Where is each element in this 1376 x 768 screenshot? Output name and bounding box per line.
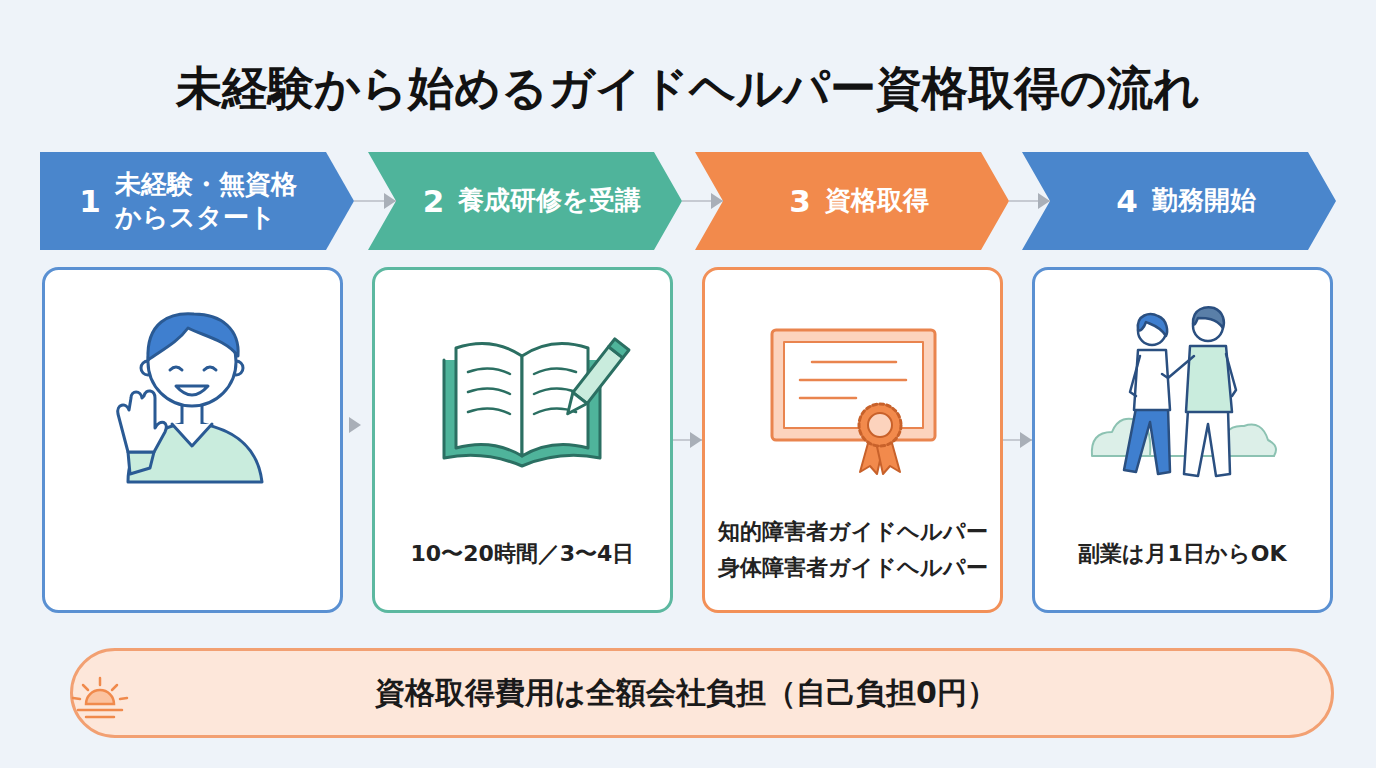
chevron-content: 3 資格取得 bbox=[695, 152, 1009, 250]
step-card: 知的障害者ガイドヘルパー身体障害者ガイドヘルパー bbox=[702, 267, 1003, 613]
flow-connector bbox=[1003, 439, 1032, 441]
card-text: 知的障害者ガイドヘルパー bbox=[705, 514, 1000, 550]
step-label: 資格取得 bbox=[825, 184, 929, 217]
chevron-content: 2 養成研修を受講 bbox=[368, 152, 682, 250]
step-chevron: 3 資格取得 bbox=[695, 152, 1009, 250]
card-content: 10〜20時間／3〜4日 bbox=[375, 536, 670, 572]
start-card bbox=[44, 269, 342, 612]
chevron-content: 1 未経験・無資格 からスタート bbox=[40, 152, 354, 250]
step-number: 2 bbox=[423, 186, 445, 217]
chevron-fill bbox=[695, 152, 1009, 250]
card-text: 10〜20時間／3〜4日 bbox=[375, 536, 670, 572]
flow-connector bbox=[1009, 200, 1050, 202]
step-number: 1 bbox=[79, 186, 101, 217]
card-text: 身体障害者ガイドヘルパー bbox=[705, 550, 1000, 586]
diagram-title: 未経験から始めるガイドヘルパー資格取得の流れ bbox=[0, 60, 1376, 116]
step-label: 未経験・無資格 からスタート bbox=[115, 168, 315, 235]
sun-icon bbox=[73, 678, 127, 717]
banner-content: 資格取得費用は全額会社負担（自己負担0円） bbox=[73, 651, 1331, 735]
flow-triangle bbox=[349, 417, 361, 433]
flow-connector bbox=[354, 200, 396, 202]
step-number: 4 bbox=[1116, 186, 1138, 217]
person-illustration bbox=[118, 314, 262, 482]
chevron-fill bbox=[368, 152, 682, 250]
card-text: 副業は月1日からOK bbox=[1035, 536, 1330, 572]
step-number: 3 bbox=[789, 186, 811, 217]
banner-text: 資格取得費用は全額会社負担（自己負担0円） bbox=[375, 673, 997, 714]
book-illustration bbox=[444, 339, 629, 466]
step-chevron: 1 未経験・無資格 からスタート bbox=[40, 152, 354, 250]
chevron-fill bbox=[40, 152, 354, 250]
walking-illustration bbox=[1092, 307, 1276, 476]
card-content: 知的障害者ガイドヘルパー身体障害者ガイドヘルパー bbox=[705, 514, 1000, 586]
flow-connector bbox=[673, 439, 702, 441]
certificate-illustration bbox=[772, 330, 935, 474]
flow-connector bbox=[682, 200, 723, 202]
chevron-content: 4 勤務開始 bbox=[1022, 152, 1336, 250]
cost-banner: 資格取得費用は全額会社負担（自己負担0円） bbox=[70, 648, 1334, 738]
step-card: 副業は月1日からOK bbox=[1032, 267, 1333, 613]
chevron-fill bbox=[1022, 152, 1336, 250]
card-content: 副業は月1日からOK bbox=[1035, 536, 1330, 572]
step-chevron: 2 養成研修を受講 bbox=[368, 152, 682, 250]
step-card: 10〜20時間／3〜4日 bbox=[372, 267, 673, 613]
step-chevron: 4 勤務開始 bbox=[1022, 152, 1336, 250]
step-label: 勤務開始 bbox=[1152, 184, 1256, 217]
step-label: 養成研修を受講 bbox=[458, 184, 641, 217]
